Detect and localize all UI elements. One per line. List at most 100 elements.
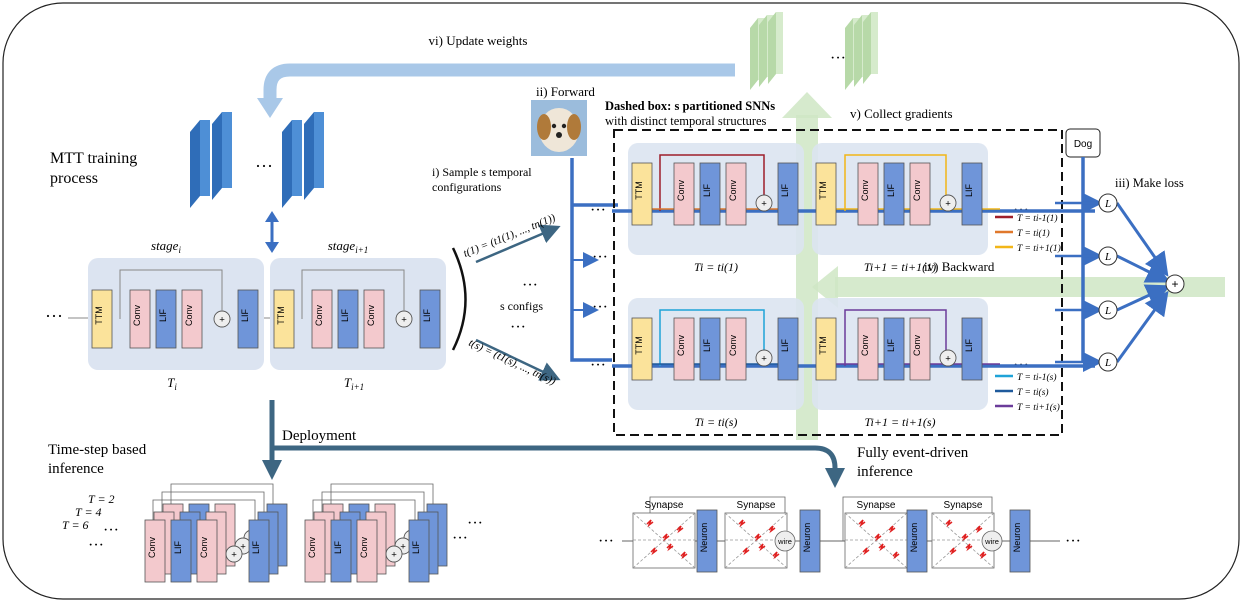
svg-text:L: L [1104, 251, 1111, 263]
svg-text:+: + [401, 315, 407, 326]
svg-text:Neuron: Neuron [802, 523, 812, 553]
add-node: + [213, 310, 231, 328]
spike-icon [874, 533, 882, 542]
svg-text:Synapse: Synapse [645, 500, 684, 511]
neuron-block: Neuron [696, 509, 718, 573]
conv-block: Conv [356, 519, 378, 583]
conv-block: Conv [311, 289, 333, 349]
stage-label: stagei [151, 238, 181, 255]
left-ellipsis: ··· [45, 306, 63, 326]
svg-text:+: + [945, 354, 951, 365]
svg-text:Conv: Conv [912, 179, 922, 201]
legend-label: T = ti(1) [1017, 228, 1050, 239]
event-driven-label-line1: Fully event-driven [857, 445, 969, 461]
svg-text:Conv: Conv [366, 304, 376, 326]
lif-block: LIF [237, 289, 259, 349]
svg-text:TTM: TTM [818, 181, 828, 200]
input-image [531, 100, 587, 156]
weight-slab-side [212, 112, 222, 200]
svg-text:Neuron: Neuron [699, 523, 709, 553]
conv-block: Conv [673, 162, 695, 226]
timestep-label: Ti [167, 375, 177, 392]
svg-text:Conv: Conv [184, 304, 194, 326]
mtt-label-line1: MTT training [50, 150, 137, 167]
add-node: + [225, 545, 243, 563]
collect-gradients-label: v) Collect gradients [850, 106, 953, 121]
ttm-block: TTM [815, 317, 837, 381]
svg-text:LIF: LIF [411, 541, 421, 555]
T4-label: T = 4 [75, 505, 102, 519]
weight-slab-front [200, 120, 210, 196]
weight-slab-side [304, 112, 314, 200]
timestep-eq: Ti = ti(1) [694, 260, 738, 274]
ts-ellipsis: ··· [88, 537, 104, 554]
ttm-block: TTM [631, 317, 653, 381]
svg-text:wire: wire [777, 537, 792, 546]
spike-icon [768, 525, 776, 534]
ttm-block: TTM [91, 289, 113, 349]
legend-label: T = ti+1(1) [1017, 243, 1061, 254]
config-dots-bottom: ··· [510, 319, 526, 336]
add-node: + [385, 545, 403, 563]
dog-label-box: Dog [1065, 128, 1101, 158]
net-ellipsis: ··· [590, 202, 606, 219]
svg-text:+: + [1171, 277, 1178, 291]
config-1-label: t(1) = (t1(1), ..., tn(1)) [462, 212, 558, 260]
gradient-slab-side [845, 18, 853, 90]
timestep-label: Ti+1 [344, 375, 364, 392]
deployment-label: Deployment [282, 428, 357, 444]
lif-block: LIF [777, 162, 799, 226]
lif-block: LIF [408, 519, 430, 583]
svg-text:+: + [761, 199, 767, 210]
svg-text:Conv: Conv [199, 536, 209, 558]
svg-text:LIF: LIF [158, 309, 168, 323]
dashed-box-label-line1: Dashed box: s partitioned SNNs [605, 99, 775, 113]
svg-text:Conv: Conv [359, 536, 369, 558]
weight-slab-side [282, 120, 292, 208]
svg-text:+: + [400, 542, 406, 553]
conv-block: Conv [725, 162, 747, 226]
svg-text:LIF: LIF [340, 309, 350, 323]
gradient-ellipsis: ··· [830, 50, 846, 67]
conv-block: Conv [196, 519, 218, 583]
spike-icon [862, 547, 870, 556]
legend-label: T = ti-1(s) [1017, 372, 1057, 383]
lif-block: LIF [248, 519, 270, 583]
svg-text:+: + [240, 542, 246, 553]
svg-text:TTM: TTM [818, 336, 828, 355]
spike-icon [979, 551, 987, 560]
legend-label: T = ti(s) [1017, 387, 1049, 398]
loss-to-sum [1115, 290, 1169, 363]
spike-icon [738, 519, 746, 528]
neuron-block: Neuron [1009, 509, 1031, 573]
svg-text:LIF: LIF [173, 541, 183, 555]
event-driven-label-line2: inference [857, 464, 913, 480]
legend-label: T = ti+1(s) [1017, 402, 1060, 413]
wire-node: wire [774, 530, 796, 552]
lif-block: LIF [699, 317, 721, 381]
config-split [451, 224, 561, 381]
legend-label: T = ti-1(1) [1017, 213, 1058, 224]
partitioned-networks: ······TTMConvLIFConv+LIFTTMConvLIFConv+L… [590, 143, 1095, 429]
mid-ellipsis: ··· [592, 249, 608, 266]
svg-text:Neuron: Neuron [1012, 523, 1022, 553]
spike-icon [949, 547, 957, 556]
conv-block: Conv [129, 289, 151, 349]
svg-text:Conv: Conv [860, 334, 870, 356]
gradient-stacks [750, 12, 878, 90]
svg-text:Conv: Conv [912, 334, 922, 356]
ev-ellipsis: ··· [1065, 533, 1081, 550]
time-step-label-line1: Time-step based [48, 442, 147, 458]
T6-label: T = 6 [62, 518, 89, 532]
svg-text:+: + [391, 550, 397, 561]
svg-text:TTM: TTM [634, 181, 644, 200]
loss-sum-node: + [1165, 274, 1185, 294]
svg-text:LIF: LIF [251, 541, 261, 555]
svg-text:TTM: TTM [94, 306, 104, 325]
svg-text:Conv: Conv [676, 334, 686, 356]
model-weight-stacks [190, 112, 324, 208]
conv-block: Conv [909, 317, 931, 381]
add-node: + [755, 194, 773, 212]
